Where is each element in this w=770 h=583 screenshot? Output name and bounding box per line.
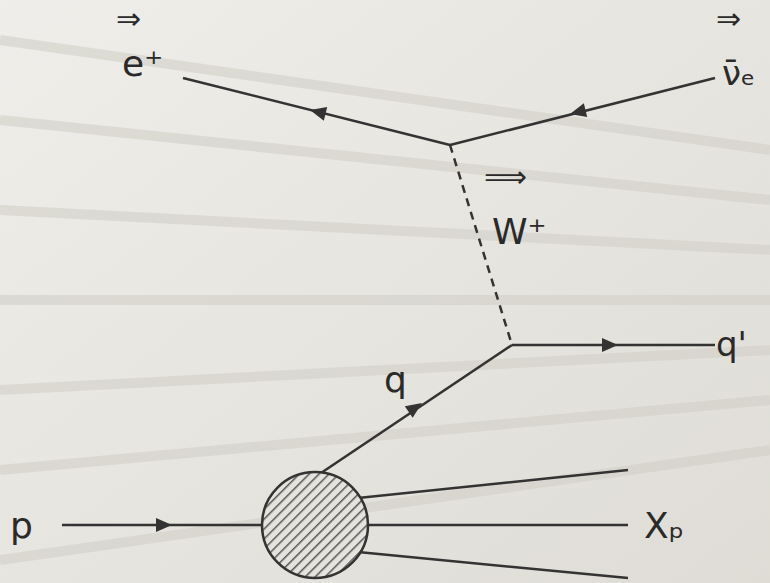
particle-label: e⁺ (122, 46, 163, 82)
helicity-arrow: ⟹ (484, 162, 527, 192)
particle-label: Xₚ (644, 508, 684, 544)
proton-blob (262, 472, 368, 578)
helicity-arrow: ⇒ (716, 4, 741, 34)
arrowheads (156, 103, 618, 532)
helicity-arrow: ⇒ (116, 4, 141, 34)
particle-label: q (384, 362, 407, 398)
particle-label: p (10, 508, 33, 544)
particle-label: W⁺ (492, 214, 547, 250)
detector-streaks (0, 40, 770, 560)
particle-lines (62, 78, 715, 578)
particle-label: q' (716, 327, 747, 361)
particle-label: ν̄ₑ (722, 56, 755, 90)
